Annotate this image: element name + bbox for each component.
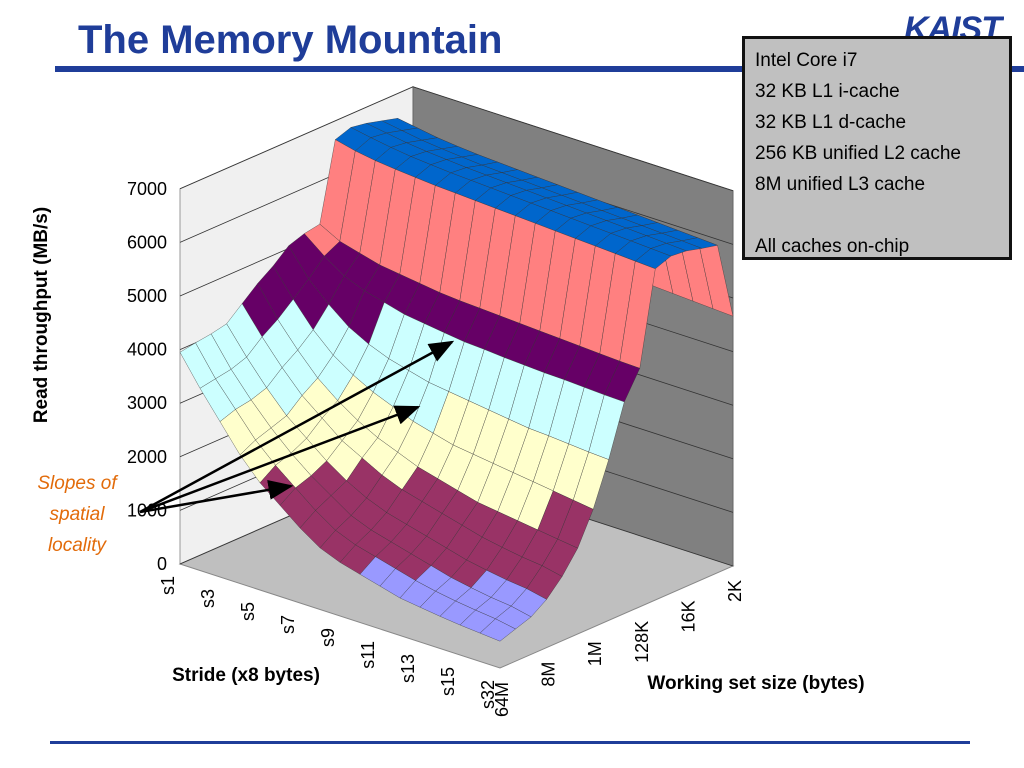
info-line: 8M unified L3 cache [755, 174, 926, 195]
info-line: All caches on-chip [755, 236, 910, 257]
size-tick-label: 8M [539, 662, 559, 687]
annotation-arrow [139, 340, 455, 514]
size-tick-label: 64M [492, 682, 512, 717]
info-line: 32 KB L1 i-cache [755, 81, 900, 102]
stride-tick-label: s32 [478, 680, 498, 709]
annotation-arrows [139, 340, 455, 514]
info-line: 32 KB L1 d-cache [755, 112, 907, 133]
annotation-arrow [139, 405, 421, 514]
z-tick-label: 0 [157, 554, 167, 574]
stride-tick-label: s1 [158, 576, 178, 595]
info-line: Intel Core i7 [755, 50, 858, 71]
z-axis-title: Read throughput (MB/s) [31, 207, 52, 423]
stride-tick-label: s15 [438, 667, 458, 696]
title-underline [55, 66, 755, 72]
gridline [179, 86, 734, 192]
stride-tick-label: s13 [398, 654, 418, 683]
z-tick-label: 6000 [127, 232, 167, 252]
stride-tick-label: s9 [318, 628, 338, 647]
logo-text: KAIST [904, 10, 1002, 38]
z-tick-label: 3000 [127, 393, 167, 413]
annotation-arrow [139, 479, 294, 514]
z-tick-label: 5000 [127, 286, 167, 306]
stride-tick-label: s5 [238, 602, 258, 621]
spatial-locality-annotation: Slopes of spatial locality [22, 468, 132, 561]
y-axis-title: Working set size (bytes) [647, 673, 864, 694]
annotation-line: Slopes of [37, 473, 117, 494]
size-tick-label: 16K [678, 600, 698, 632]
z-tick-label: 2000 [127, 447, 167, 467]
x-axis-title: Stride (x8 bytes) [172, 665, 320, 686]
chart-surface [179, 117, 734, 642]
annotation-line: locality [47, 535, 107, 556]
kaist-logo: KAIST [904, 8, 1004, 38]
stride-tick-label: s3 [198, 589, 218, 608]
stride-tick-label: s7 [278, 615, 298, 634]
surface-cell [479, 618, 516, 642]
z-tick-label: 7000 [127, 179, 167, 199]
stride-tick-label: s11 [358, 641, 378, 669]
z-tick-label: 4000 [127, 340, 167, 360]
size-tick-label: 1M [585, 641, 605, 666]
title-underline-right [1004, 66, 1024, 72]
slide-title: The Memory Mountain [78, 18, 503, 62]
info-line: 256 KB unified L2 cache [755, 143, 961, 164]
bottom-rule [50, 741, 970, 744]
size-tick-label: 128K [632, 621, 652, 663]
cpu-info-box: Intel Core i7 32 KB L1 i-cache 32 KB L1 … [742, 36, 1012, 260]
info-line [755, 200, 999, 231]
size-tick-label: 2K [725, 580, 745, 602]
annotation-line: spatial [49, 504, 105, 525]
